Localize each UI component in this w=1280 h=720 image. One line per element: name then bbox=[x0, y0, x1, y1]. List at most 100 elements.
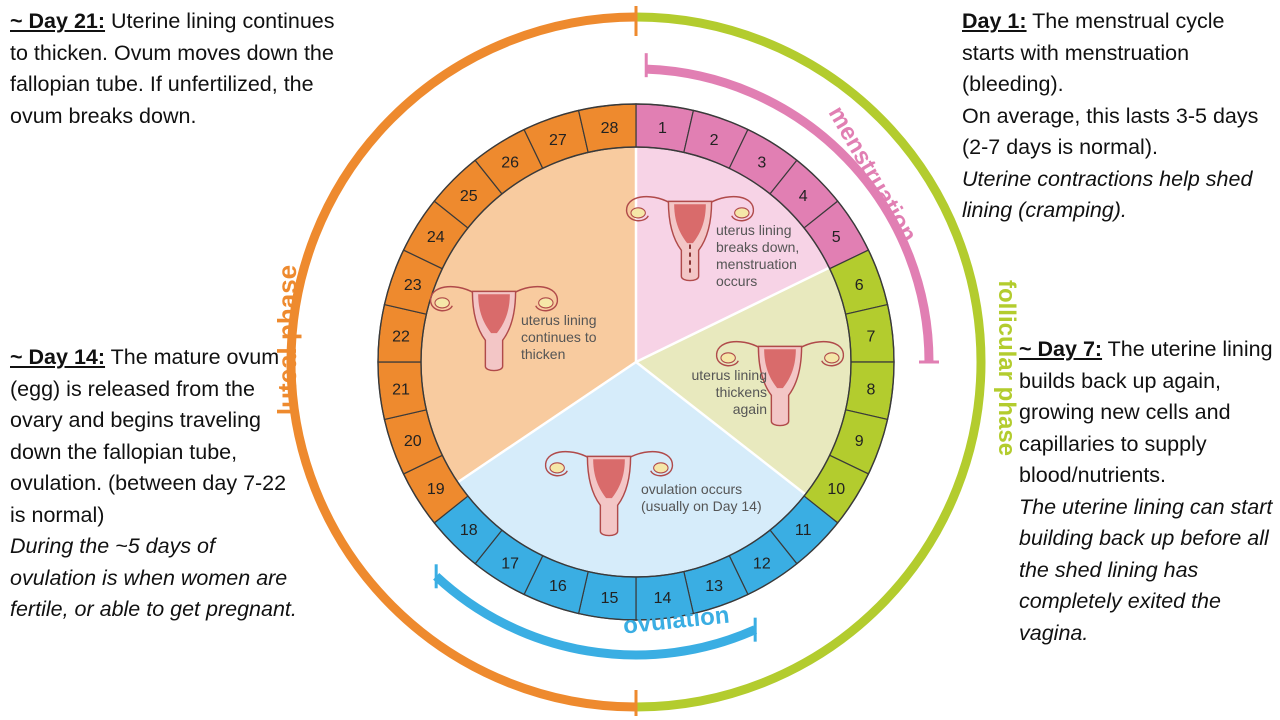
day-number-25: 25 bbox=[460, 188, 478, 205]
day-number-9: 9 bbox=[855, 433, 864, 450]
day-21-heading: ~ Day 21: bbox=[10, 9, 106, 33]
day-number-17: 17 bbox=[501, 555, 519, 572]
thickening-uterus-icon bbox=[715, 340, 845, 427]
right-ovary bbox=[653, 462, 669, 474]
day-14-note: ~ Day 14: The mature ovum (egg) is relea… bbox=[10, 342, 300, 626]
day-number-21: 21 bbox=[392, 381, 410, 398]
menstruation-bracket bbox=[646, 64, 934, 363]
day-number-10: 10 bbox=[827, 481, 845, 498]
day-number-4: 4 bbox=[799, 188, 808, 205]
left-fallopian-tube bbox=[429, 285, 475, 312]
follicular-phase-label: follicular phase bbox=[993, 280, 1020, 456]
caption-luteal-line-2: continues to bbox=[521, 329, 597, 345]
day-7-heading: ~ Day 7: bbox=[1019, 337, 1103, 361]
uterus-illustrations bbox=[429, 195, 845, 537]
follicular-outer-arc bbox=[635, 12, 986, 712]
ovulation-sector bbox=[456, 362, 807, 578]
day-7-note: ~ Day 7: The uterine lining builds back … bbox=[1019, 334, 1274, 649]
caption-luteal-line-1: uterus lining bbox=[521, 312, 597, 328]
right-fallopian-tube bbox=[628, 450, 674, 477]
day-1-heading: Day 1: bbox=[962, 9, 1027, 33]
luteal-sector bbox=[420, 146, 636, 483]
right-ovary bbox=[734, 207, 750, 219]
left-fallopian-tube bbox=[544, 450, 590, 477]
right-fallopian-tube bbox=[709, 195, 755, 222]
left-ovary bbox=[720, 352, 736, 364]
caption-menstruation-line-1: uterus lining bbox=[716, 222, 792, 238]
left-fallopian-tube bbox=[625, 195, 671, 222]
luteal-phase-label: luteal phase bbox=[272, 265, 302, 415]
day-number-28: 28 bbox=[601, 120, 619, 137]
sector-divider-4 bbox=[457, 360, 637, 484]
day-7-italic-text: The uterine lining can start building ba… bbox=[1019, 494, 1273, 645]
day-number-5: 5 bbox=[832, 229, 841, 246]
ovulation-bracket bbox=[433, 572, 758, 660]
day-number-24: 24 bbox=[427, 229, 445, 246]
day-1-text: The menstrual cycle starts with menstrua… bbox=[962, 9, 1225, 96]
day-14-text: The mature ovum (egg) is released from t… bbox=[10, 345, 287, 527]
phase-brackets bbox=[433, 53, 939, 660]
day-number-1: 1 bbox=[658, 120, 667, 137]
caption-menstruation-line-2: breaks down, bbox=[716, 239, 799, 255]
day-21-text: Uterine lining continues to thicken. Ovu… bbox=[10, 9, 335, 128]
right-fallopian-tube bbox=[513, 285, 559, 312]
thickens-sector bbox=[636, 267, 852, 495]
day-number-6: 6 bbox=[855, 277, 864, 294]
sector-divider-2 bbox=[635, 266, 830, 364]
caption-ovulation-line-2: (usually on Day 14) bbox=[641, 498, 762, 514]
day-number-14: 14 bbox=[654, 590, 672, 607]
day-number-13: 13 bbox=[705, 578, 723, 595]
day-ring-outer-border bbox=[377, 103, 895, 621]
caption-thickens-line-3: again bbox=[733, 401, 767, 417]
day-number-15: 15 bbox=[601, 590, 619, 607]
left-fallopian-tube bbox=[715, 340, 761, 367]
day-number-8: 8 bbox=[867, 381, 876, 398]
uterine-lining bbox=[593, 459, 625, 499]
day-number-3: 3 bbox=[757, 155, 766, 172]
day-number-12: 12 bbox=[753, 555, 771, 572]
day-number-18: 18 bbox=[460, 522, 478, 539]
caption-menstruation-line-3: menstruation bbox=[716, 256, 797, 272]
day-number-16: 16 bbox=[549, 578, 567, 595]
day-1-note: Day 1: The menstrual cycle starts with m… bbox=[962, 6, 1272, 227]
day-number-19: 19 bbox=[427, 481, 445, 498]
day-14-heading: ~ Day 14: bbox=[10, 345, 106, 369]
caption-thickens-line-2: thickens bbox=[716, 384, 767, 400]
right-ovary bbox=[538, 297, 554, 309]
day-number-27: 27 bbox=[549, 132, 567, 149]
right-ovary bbox=[824, 352, 840, 364]
left-ovary bbox=[434, 297, 450, 309]
right-fallopian-tube bbox=[799, 340, 845, 367]
day-7-text: The uterine lining builds back up again,… bbox=[1019, 337, 1273, 487]
day-21-note: ~ Day 21: Uterine lining continues to th… bbox=[10, 6, 350, 132]
uterine-lining bbox=[674, 204, 706, 244]
day-number-23: 23 bbox=[404, 277, 422, 294]
left-ovary bbox=[630, 207, 646, 219]
day-number-22: 22 bbox=[392, 329, 410, 346]
day-number-20: 20 bbox=[404, 433, 422, 450]
outer-phase-arcs bbox=[286, 6, 986, 716]
luteal-outer-arc bbox=[286, 12, 637, 712]
uterine-lining bbox=[478, 294, 510, 334]
menstruation-sector bbox=[636, 146, 831, 362]
caption-luteal-line-3: thicken bbox=[521, 346, 565, 362]
sectors bbox=[420, 146, 852, 578]
caption-ovulation-line-1: ovulation occurs bbox=[641, 481, 742, 497]
day-1-duration-text: On average, this lasts 3-5 days (2-7 day… bbox=[962, 103, 1259, 160]
ovulation-uterus-icon bbox=[544, 450, 674, 537]
day-1-italic-text: Uterine contractions help shed lining (c… bbox=[962, 166, 1253, 223]
uterine-lining bbox=[764, 349, 796, 389]
sector-divider-3 bbox=[635, 361, 807, 496]
day-ring-inner-border bbox=[420, 146, 852, 578]
day-number-2: 2 bbox=[710, 132, 719, 149]
menstruation-uterus-icon bbox=[625, 195, 755, 282]
caption-thickens-line-1: uterus lining bbox=[692, 367, 768, 383]
day-number-7: 7 bbox=[867, 329, 876, 346]
caption-menstruation-line-4: occurs bbox=[716, 273, 757, 289]
day-number-11: 11 bbox=[795, 522, 812, 539]
day-number-26: 26 bbox=[501, 155, 519, 172]
day-14-italic-text: During the ~5 days of ovulation is when … bbox=[10, 534, 297, 621]
day-ring: 1234567891011121314151617181920212223242… bbox=[377, 103, 895, 621]
